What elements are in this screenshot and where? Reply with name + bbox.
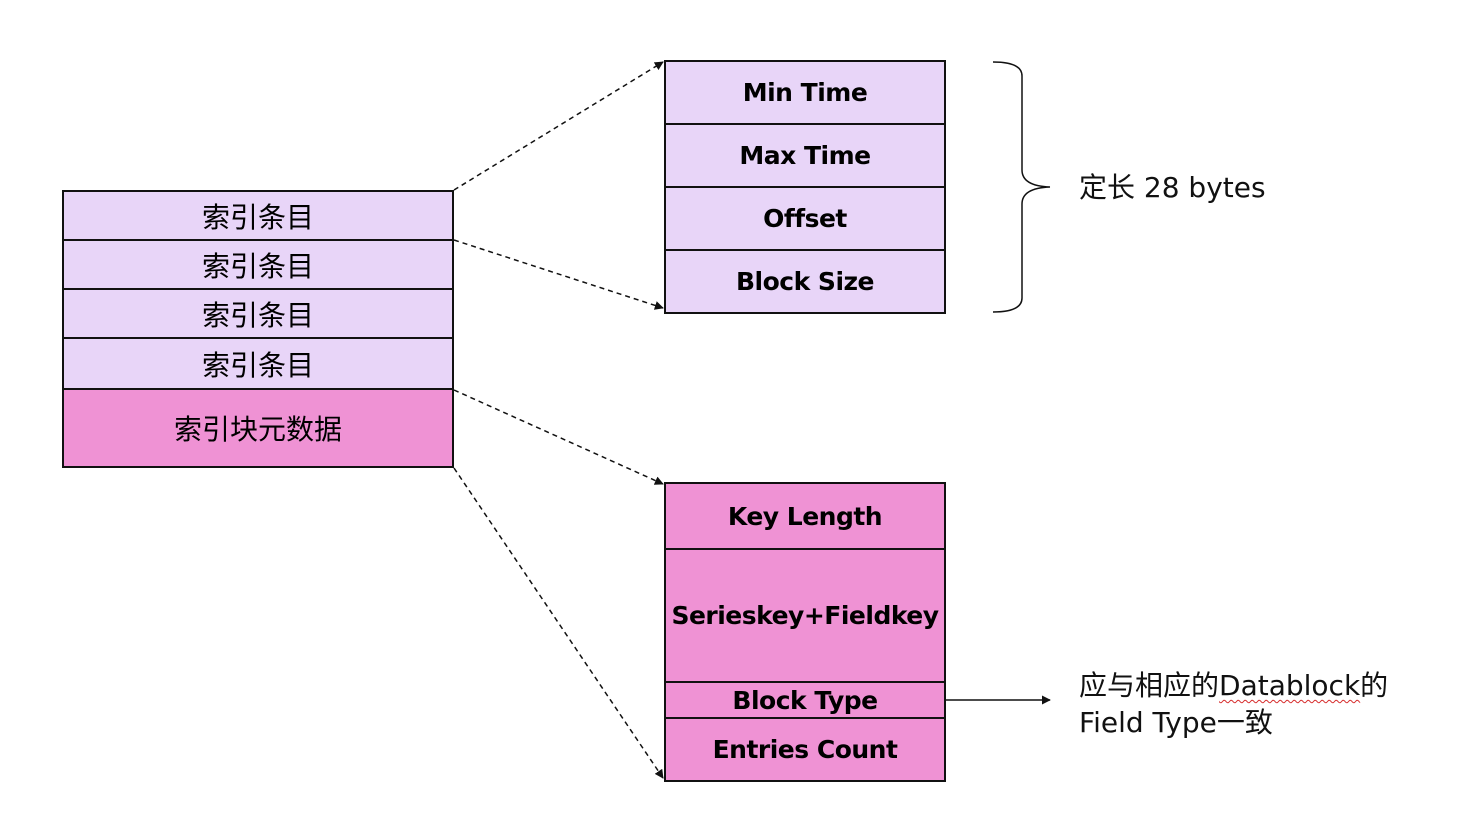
field-key-length: Key Length xyxy=(664,482,946,550)
dashed-arrow-entry-top xyxy=(453,61,664,191)
index-entry-label: 索引条目 xyxy=(201,200,314,234)
field-label: Offset xyxy=(763,204,847,233)
block-type-note: 应与相应的Datablock的 Field Type一致 xyxy=(1079,667,1388,741)
spellcheck-word: Datablock xyxy=(1219,669,1361,702)
field-serieskey-fieldkey: Serieskey+Fieldkey xyxy=(664,548,946,683)
index-entry: 索引条目 xyxy=(62,288,454,339)
field-offset: Offset xyxy=(664,186,946,251)
dashed-arrow-metadata-top xyxy=(453,389,664,485)
index-entry-label: 索引条目 xyxy=(201,298,314,332)
index-block-metadata: 索引块元数据 xyxy=(62,388,454,468)
index-entry: 索引条目 xyxy=(62,190,454,241)
index-block-metadata-label: 索引块元数据 xyxy=(173,413,342,446)
field-block-size: Block Size xyxy=(664,249,946,314)
field-label: Block Size xyxy=(735,267,875,296)
field-label: Key Length xyxy=(727,501,883,531)
block-type-note-line2: Field Type一致 xyxy=(1079,706,1273,739)
field-entries-count: Entries Count xyxy=(664,717,946,782)
field-block-type: Block Type xyxy=(664,681,946,719)
index-entry-label: 索引条目 xyxy=(201,249,314,283)
field-label: Max Time xyxy=(739,141,871,170)
fixed-length-note: 定长 28 bytes xyxy=(1079,171,1266,204)
block-type-note-line1: 应与相应的Datablock的 xyxy=(1079,669,1389,702)
field-label: Min Time xyxy=(742,78,868,107)
field-max-time: Max Time xyxy=(664,123,946,188)
dashed-arrow-metadata-bottom xyxy=(453,467,664,779)
dashed-arrow-entry-bottom xyxy=(453,239,664,310)
field-min-time: Min Time xyxy=(664,60,946,125)
field-label: Entries Count xyxy=(712,735,898,764)
field-label: Block Type xyxy=(732,685,878,715)
index-entry: 索引条目 xyxy=(62,337,454,390)
field-label: Serieskey+Fieldkey xyxy=(671,601,939,630)
index-entry-label: 索引条目 xyxy=(201,348,314,382)
curly-brace-icon xyxy=(992,61,1051,313)
